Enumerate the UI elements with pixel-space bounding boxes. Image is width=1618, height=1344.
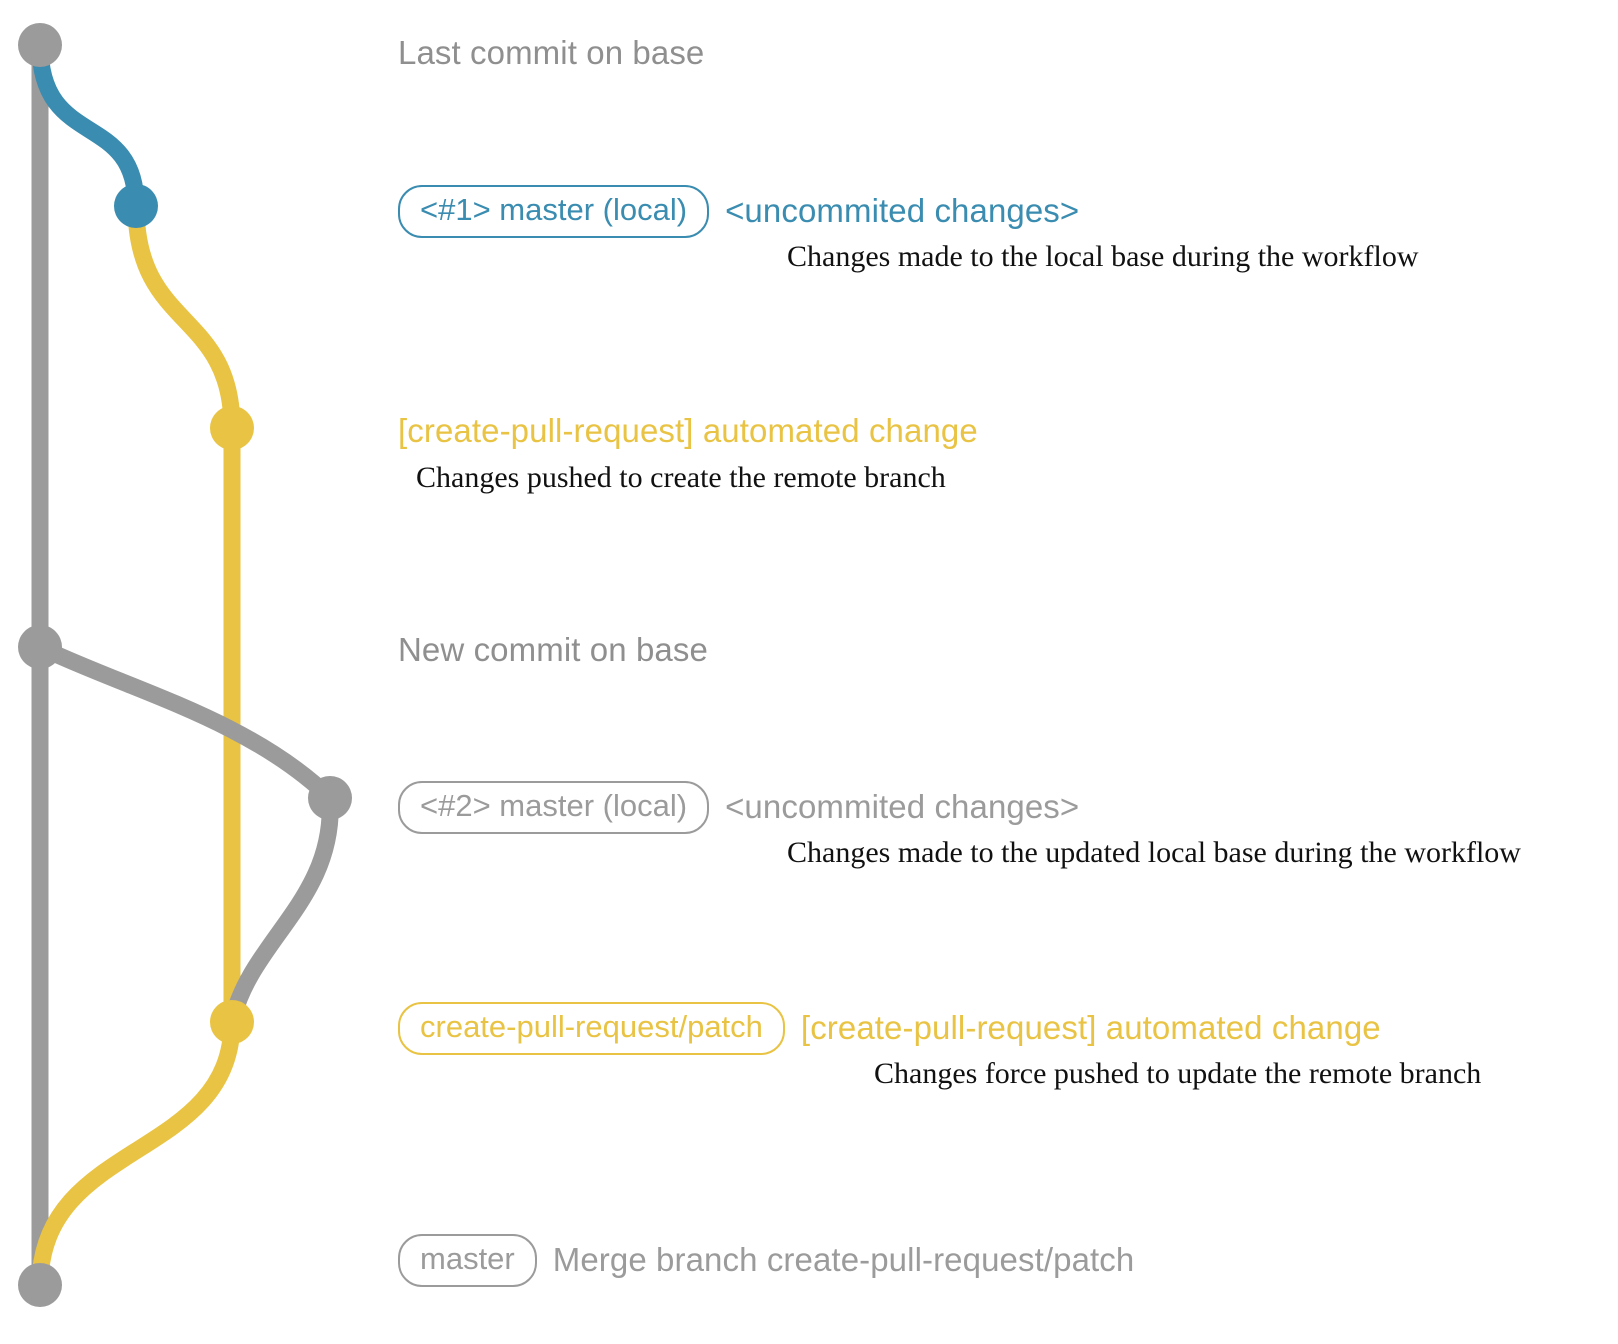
- description-automated-change-1: Changes pushed to create the remote bran…: [416, 461, 946, 494]
- commit-subject-last-commit-on-base: Last commit on base: [398, 34, 705, 71]
- edge-base-new-to-local-2: [31, 638, 339, 807]
- row-local-1: <#1> master (local) <uncommited changes>: [398, 185, 1079, 238]
- commit-node-local-2[interactable]: [308, 776, 352, 820]
- ref-badge-master-local-1[interactable]: <#1> master (local): [398, 185, 710, 238]
- row-local-2: <#2> master (local) <uncommited changes>: [398, 781, 1079, 834]
- commit-subject-local-1: <uncommited changes>: [725, 192, 1080, 230]
- description-local-2: Changes made to the updated local base d…: [787, 836, 1521, 869]
- row-automated-change-1: [create-pull-request] automated change: [398, 412, 978, 450]
- ref-badge-master-local-2[interactable]: <#2> master (local): [398, 781, 710, 834]
- description-automated-change-2: Changes force pushed to update the remot…: [874, 1057, 1482, 1090]
- commit-subject-automated-change-1: [create-pull-request] automated change: [398, 412, 978, 449]
- commit-node-patch-2[interactable]: [210, 1000, 254, 1044]
- edge-patch-2-to-merge: [31, 1013, 241, 1294]
- commit-node-local-1[interactable]: [114, 184, 158, 228]
- edge-local-2-to-patch-2: [223, 789, 339, 1031]
- commit-node-merge[interactable]: [18, 1263, 62, 1307]
- commit-subject-automated-change-2: [create-pull-request] automated change: [800, 1009, 1381, 1047]
- description-local-1: Changes made to the local base during th…: [787, 240, 1419, 273]
- edge-base-to-local-1: [31, 36, 145, 215]
- row-last-commit-on-base: Last commit on base: [398, 34, 704, 72]
- commit-node-base-new[interactable]: [18, 625, 62, 669]
- edge-local-1-to-patch-1: [127, 197, 241, 437]
- ref-badge-create-pull-request-patch[interactable]: create-pull-request/patch: [398, 1002, 785, 1055]
- row-automated-change-2: create-pull-request/patch [create-pull-r…: [398, 1002, 1381, 1055]
- commit-node-base-top[interactable]: [18, 23, 62, 67]
- commit-subject-new-commit-on-base: New commit on base: [398, 631, 708, 668]
- commit-subject-merge: Merge branch create-pull-request/patch: [552, 1241, 1135, 1279]
- commit-node-patch-1[interactable]: [210, 406, 254, 450]
- ref-badge-master[interactable]: master: [398, 1234, 537, 1287]
- row-merge: master Merge branch create-pull-request/…: [398, 1234, 1134, 1287]
- commit-subject-local-2: <uncommited changes>: [725, 788, 1080, 826]
- row-new-commit-on-base: New commit on base: [398, 631, 708, 669]
